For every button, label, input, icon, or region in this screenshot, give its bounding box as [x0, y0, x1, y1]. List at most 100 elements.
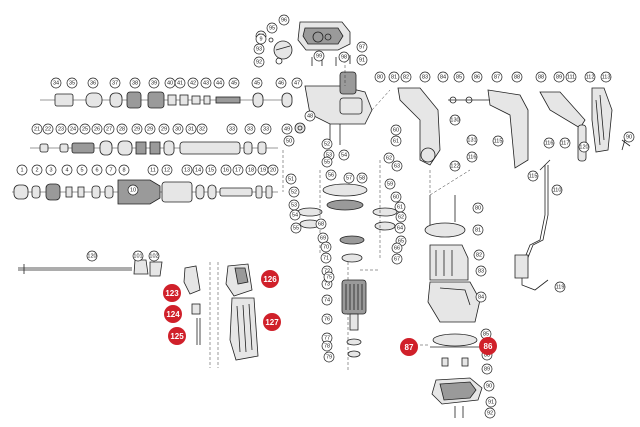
part-callout-circle	[76, 164, 88, 176]
part-callout-circle	[472, 202, 484, 214]
armature	[341, 279, 367, 358]
part-callout-circle	[356, 54, 368, 66]
part-callout-number: 70	[323, 244, 329, 250]
part-callout-circle	[283, 135, 295, 147]
part-callout-number: 88	[484, 352, 490, 358]
part-callout-circle	[253, 56, 265, 68]
motor-housing	[424, 195, 481, 323]
part-callout-circle	[174, 77, 186, 89]
part-callout-50: 50	[283, 135, 295, 147]
part-callout-67: 67	[391, 253, 403, 265]
part-callout-number: 13	[184, 167, 190, 173]
part-callout-circle	[158, 123, 170, 135]
part-callout-number: 82	[476, 252, 482, 258]
part-callout-number: 25	[82, 126, 88, 132]
part-callout-number: 90	[486, 383, 492, 389]
part-callout-circle	[181, 164, 193, 176]
part-callout-8: 8	[118, 164, 130, 176]
part-callout-number: 48	[307, 113, 313, 119]
part-callout-112: 112	[584, 71, 596, 83]
part-callout-40: 40	[164, 77, 176, 89]
part-callout-4: 4	[61, 164, 73, 176]
part-callout-number: 82	[403, 74, 409, 80]
part-callout-116: 116	[543, 137, 555, 149]
part-callout-circle	[321, 313, 333, 325]
part-callout-81: 81	[472, 224, 484, 236]
part-callout-76: 76	[321, 313, 333, 325]
part-callout-number: 117	[561, 140, 570, 146]
part-callout-115: 115	[527, 170, 539, 182]
part-callout-29: 29	[158, 123, 170, 135]
part-callout-117: 117	[559, 137, 571, 149]
part-callout-circle	[291, 77, 303, 89]
part-callout-66: 66	[391, 242, 403, 254]
part-callout-number: 79	[326, 354, 332, 360]
part-callout-41: 41	[174, 77, 186, 89]
part-callout-number: 98	[341, 54, 347, 60]
part-callout-number: 52	[291, 189, 297, 195]
part-callout-70: 70	[320, 241, 332, 253]
highlight-callout-87: 87	[400, 338, 418, 356]
part-callout-83: 83	[419, 71, 431, 83]
part-callout-number: 5	[80, 167, 83, 173]
part-callout-circle	[79, 123, 91, 135]
selector-knob	[268, 37, 293, 65]
part-callout-number: 116	[468, 154, 477, 160]
part-callout-number: 58	[359, 175, 365, 181]
part-callout-29: 29	[131, 123, 143, 135]
part-callout-circle	[321, 294, 333, 306]
part-callout-116: 116	[466, 151, 478, 163]
part-callout-110: 110	[551, 184, 563, 196]
part-callout-number: 60	[393, 194, 399, 200]
part-callout-number: 24	[70, 126, 76, 132]
part-callout-number: 92	[256, 59, 262, 65]
part-callout-number: 84	[478, 294, 484, 300]
part-callout-circle	[200, 77, 212, 89]
highlight-callout-number: 125	[170, 332, 184, 341]
part-callout-24: 24	[67, 123, 79, 135]
part-callout-number: 44	[216, 80, 222, 86]
part-callout-number: 1	[20, 167, 23, 173]
part-callout-number: 62	[386, 155, 392, 161]
part-callout-45: 45	[251, 77, 263, 89]
part-callout-number: 80	[377, 74, 383, 80]
part-callout-circle	[86, 250, 98, 262]
part-callout-circle	[185, 123, 197, 135]
part-callout-number: 33	[229, 126, 235, 132]
part-callout-75: 75	[323, 271, 335, 283]
part-callout-number: 11	[150, 167, 156, 173]
part-callout-number: 81	[391, 74, 397, 80]
part-callout-102: 102	[148, 250, 160, 262]
part-callout-circle	[304, 110, 316, 122]
part-callout-57: 57	[343, 172, 355, 184]
part-callout-circle	[275, 77, 287, 89]
part-callout-number: 87	[494, 74, 500, 80]
part-callout-82: 82	[400, 71, 412, 83]
part-callout-circle	[16, 164, 28, 176]
part-callout-number: 74	[324, 297, 330, 303]
part-callout-number: 97	[359, 44, 365, 50]
part-callout-55: 55	[290, 222, 302, 234]
part-callout-number: 17	[235, 167, 241, 173]
part-callout-number: 84	[440, 74, 446, 80]
part-callout-32: 32	[196, 123, 208, 135]
part-callout-circle	[91, 123, 103, 135]
part-callout-35: 35	[66, 77, 78, 89]
highlight-callout-circle	[163, 284, 181, 302]
part-callout-circle	[245, 164, 257, 176]
part-callout-101: 101	[132, 250, 144, 262]
highlight-callout-circle	[263, 313, 281, 331]
part-callout-48: 48	[304, 110, 316, 122]
part-callout-number: 21	[34, 126, 40, 132]
part-callout-23: 23	[55, 123, 67, 135]
part-callout-59: 59	[384, 178, 396, 190]
part-callout-number: 32	[199, 126, 205, 132]
part-callout-circle	[118, 164, 130, 176]
part-callout-33: 33	[260, 123, 272, 135]
part-callout-circle	[475, 265, 487, 277]
part-callout-120: 120	[86, 250, 98, 262]
part-callout-89: 89	[481, 363, 493, 375]
part-callout-80: 80	[472, 202, 484, 214]
part-callout-10: 10	[127, 184, 139, 196]
part-callout-61: 61	[394, 201, 406, 213]
